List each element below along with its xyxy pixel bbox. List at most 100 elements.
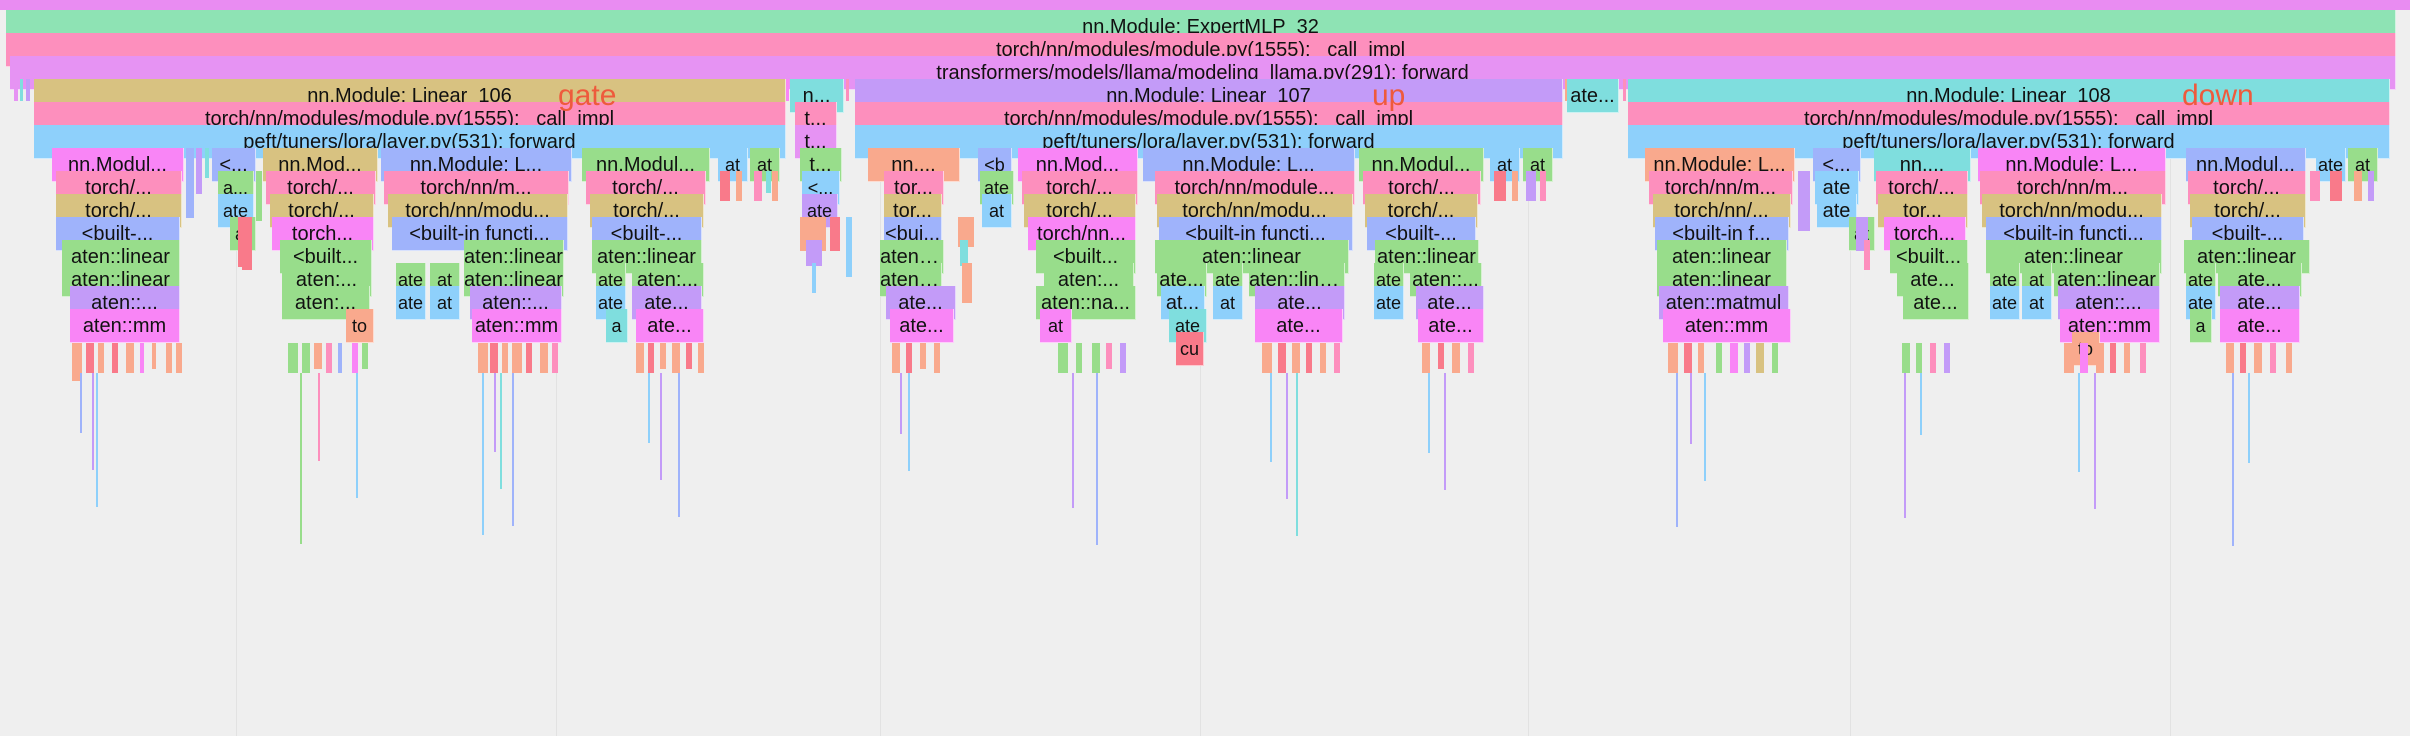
frame-ate[interactable]: ate... <box>1903 286 1969 320</box>
frame-sliver[interactable] <box>686 343 692 369</box>
frame-ate[interactable]: ate... <box>1567 79 1619 113</box>
frame-sliver[interactable] <box>672 343 680 373</box>
frame-sliver[interactable] <box>20 79 23 101</box>
frame-sliver[interactable] <box>1565 79 1567 101</box>
frame-sliver[interactable] <box>26 79 30 101</box>
frame-sliver[interactable] <box>962 263 972 303</box>
frame-sliver[interactable] <box>1444 373 1446 490</box>
frame-sliver[interactable] <box>958 217 974 247</box>
frame-sliver[interactable] <box>196 148 202 194</box>
frame-sliver[interactable] <box>2080 343 2088 373</box>
frame-sliver[interactable] <box>512 343 522 373</box>
frame-sliver[interactable] <box>1756 343 1764 373</box>
frame-sliver[interactable] <box>126 343 134 373</box>
frame-at[interactable]: at <box>1213 286 1243 320</box>
frame-at[interactable]: at <box>1040 309 1072 343</box>
frame-at[interactable]: at <box>2022 286 2052 320</box>
frame-sliver[interactable] <box>812 263 816 293</box>
frame-to[interactable]: to <box>346 309 374 343</box>
frame-sliver[interactable] <box>318 373 320 461</box>
frame-sliver[interactable] <box>352 343 358 373</box>
frame-sliver[interactable] <box>2096 343 2104 373</box>
frame-sliver[interactable] <box>326 343 332 373</box>
frame-sliver[interactable] <box>1296 373 1298 536</box>
frame-sliver[interactable] <box>2064 343 2074 373</box>
frame-sliver[interactable] <box>1623 79 1626 101</box>
frame-sliver[interactable] <box>754 171 762 201</box>
frame-at[interactable]: at <box>430 286 460 320</box>
frame-sliver[interactable] <box>960 240 968 266</box>
frame-sliver[interactable] <box>80 373 82 433</box>
frame-sliver[interactable] <box>1690 373 1692 444</box>
frame-sliver[interactable] <box>1930 343 1936 373</box>
frame-sliver[interactable] <box>98 343 104 373</box>
frame-sliver[interactable] <box>2094 373 2096 509</box>
frame-sliver[interactable] <box>1744 343 1750 373</box>
frame-sliver[interactable] <box>1428 373 1430 453</box>
frame-sliver[interactable] <box>1916 343 1922 373</box>
frame-sliver[interactable] <box>552 343 558 373</box>
frame-sliver[interactable] <box>490 343 498 373</box>
frame-sliver[interactable] <box>1106 343 1112 369</box>
frame-sliver[interactable] <box>2254 343 2262 373</box>
frame-sliver[interactable] <box>636 343 644 373</box>
frame-sliver[interactable] <box>1944 343 1950 373</box>
frame-sliver[interactable] <box>906 343 912 373</box>
frame-sliver[interactable] <box>512 373 514 526</box>
frame-sliver[interactable] <box>2248 373 2250 463</box>
frame-a[interactable]: a <box>606 309 628 343</box>
frame-sliver[interactable] <box>1092 343 1100 373</box>
frame-ate[interactable]: ate... <box>890 309 954 343</box>
frame-sliver[interactable] <box>892 343 900 373</box>
frame-sliver[interactable] <box>1306 343 1312 373</box>
frame-sliver[interactable] <box>900 373 902 434</box>
frame-sliver[interactable] <box>356 373 358 498</box>
frame-ate[interactable]: ate <box>1990 286 2020 320</box>
frame-ate[interactable]: ate <box>396 286 426 320</box>
frame-sliver[interactable] <box>1798 171 1810 231</box>
frame-sliver[interactable] <box>494 373 496 452</box>
frame-sliver[interactable] <box>1698 343 1704 373</box>
frame-sliver[interactable] <box>1320 343 1326 373</box>
frame-sliver[interactable] <box>166 343 172 373</box>
frame-sliver[interactable] <box>2330 171 2342 201</box>
frame-sliver[interactable] <box>1076 343 1082 373</box>
frame-sliver[interactable] <box>482 373 484 535</box>
frame-sliver[interactable] <box>1540 171 1546 201</box>
frame-sliver[interactable] <box>720 171 730 201</box>
frame-sliver[interactable] <box>908 373 910 471</box>
frame-sliver[interactable] <box>302 343 310 373</box>
frame-sliver[interactable] <box>338 343 342 373</box>
frame-sliver[interactable] <box>205 148 209 178</box>
frame-sliver[interactable] <box>2368 171 2374 201</box>
frame-sliver[interactable] <box>2110 343 2116 373</box>
frame-at[interactable]: at <box>982 194 1012 228</box>
frame-sliver[interactable] <box>1292 343 1300 373</box>
frame-sliver[interactable] <box>314 343 322 369</box>
frame-ate[interactable]: ate... <box>1255 309 1343 343</box>
frame-sliver[interactable] <box>660 343 666 369</box>
frame-sliver[interactable] <box>362 343 368 369</box>
frame-sliver[interactable] <box>846 217 852 277</box>
frame-sliver[interactable] <box>1526 171 1536 201</box>
frame-sliver[interactable] <box>846 79 849 101</box>
frame-sliver[interactable] <box>152 343 156 369</box>
frame-sliver[interactable] <box>140 343 144 373</box>
frame-sliver[interactable] <box>1058 343 1068 373</box>
frame-sliver[interactable] <box>1452 343 1460 373</box>
frame-sliver[interactable] <box>934 343 940 373</box>
frame-sliver[interactable] <box>786 79 789 101</box>
frame-sliver[interactable] <box>2124 343 2130 373</box>
frame-sliver[interactable] <box>478 343 488 373</box>
frame-sliver[interactable] <box>1902 343 1910 373</box>
frame-ate[interactable]: ate <box>1374 286 1404 320</box>
frame-ate[interactable]: ate... <box>1418 309 1484 343</box>
frame-sliver[interactable] <box>1864 240 1870 270</box>
frame-sliver[interactable] <box>1904 373 1906 518</box>
frame-sliver[interactable] <box>2078 373 2080 472</box>
frame-sliver[interactable] <box>772 171 778 201</box>
frame-sliver[interactable] <box>660 373 662 480</box>
root-frame-strip[interactable] <box>0 0 2410 10</box>
frame-sliver[interactable] <box>502 343 508 373</box>
frame-sliver[interactable] <box>1468 343 1474 373</box>
